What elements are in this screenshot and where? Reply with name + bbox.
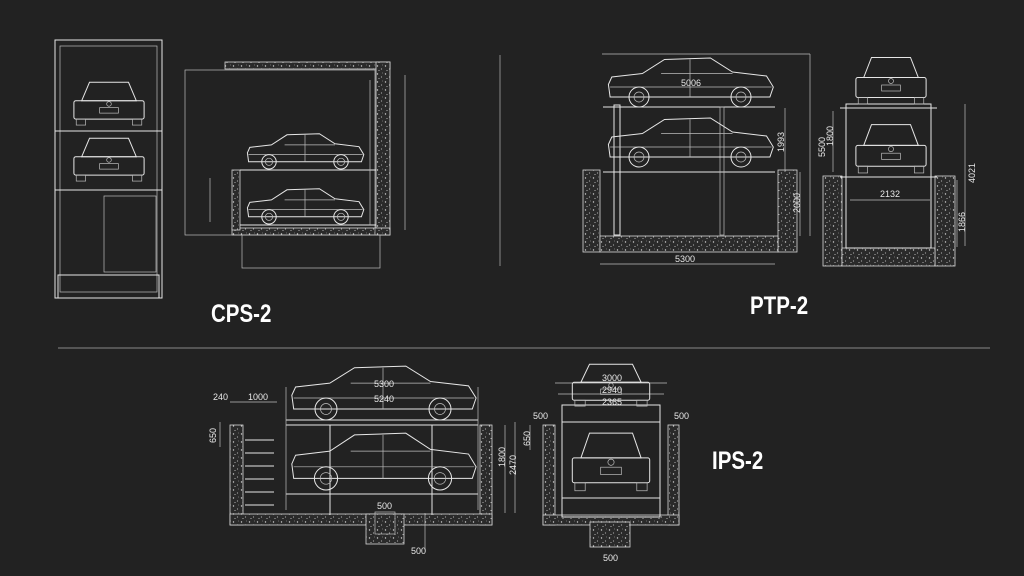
dim-label: 5300 — [675, 254, 695, 264]
ptp2-side-view — [582, 53, 811, 265]
car-front-icon — [855, 124, 927, 174]
dim-label: 5006 — [681, 78, 701, 88]
cps2-section-view — [184, 61, 406, 269]
ptp2-front-view — [822, 57, 966, 267]
dim-label: 2940 — [602, 385, 622, 395]
dim-label: 500 — [533, 411, 548, 421]
dim-label: 3000 — [602, 373, 622, 383]
car-front-icon — [571, 432, 651, 492]
dim-label: 500 — [674, 411, 689, 421]
dim-label: 2365 — [602, 397, 622, 407]
car-side-icon — [246, 188, 365, 225]
stairs — [245, 439, 274, 506]
model-label-cps2: CPS-2 — [211, 300, 272, 328]
car-front-icon — [855, 57, 927, 105]
dim-label: 1993 — [776, 132, 786, 152]
dim-label: 5300 — [374, 379, 394, 389]
dim-label: 650 — [522, 431, 532, 446]
car-side-icon — [607, 57, 774, 108]
dim-label: 650 — [208, 428, 218, 443]
car-front-icon — [571, 363, 651, 407]
dim-label: 5240 — [374, 394, 394, 404]
model-label-ptp2: PTP-2 — [750, 292, 809, 320]
car-front-icon — [73, 81, 145, 126]
dim-label: 4021 — [967, 163, 977, 183]
dim-label: 2470 — [508, 455, 518, 475]
cps2-front-view — [54, 39, 163, 299]
dim-label: 2132 — [880, 189, 900, 199]
car-side-icon — [291, 365, 477, 421]
ips2-side-view — [219, 365, 516, 550]
dim-label: 240 — [213, 392, 228, 402]
dim-label: 1800 — [497, 447, 507, 467]
model-label-ips2: IPS-2 — [712, 447, 764, 475]
ips2-front-view — [529, 363, 680, 548]
dim-label: 1866 — [957, 212, 967, 232]
dim-label: 2000 — [792, 193, 802, 213]
dim-label: 500 — [377, 501, 392, 511]
dim-label: 1800 — [825, 126, 835, 146]
dim-label: 500 — [603, 553, 618, 563]
dim-label: 500 — [411, 546, 426, 556]
dim-label: 5500 — [817, 137, 827, 157]
car-side-icon — [607, 117, 774, 168]
dim-label: 1000 — [248, 392, 268, 402]
car-side-icon — [291, 432, 477, 491]
car-side-icon — [246, 133, 365, 170]
car-front-icon — [73, 137, 145, 182]
